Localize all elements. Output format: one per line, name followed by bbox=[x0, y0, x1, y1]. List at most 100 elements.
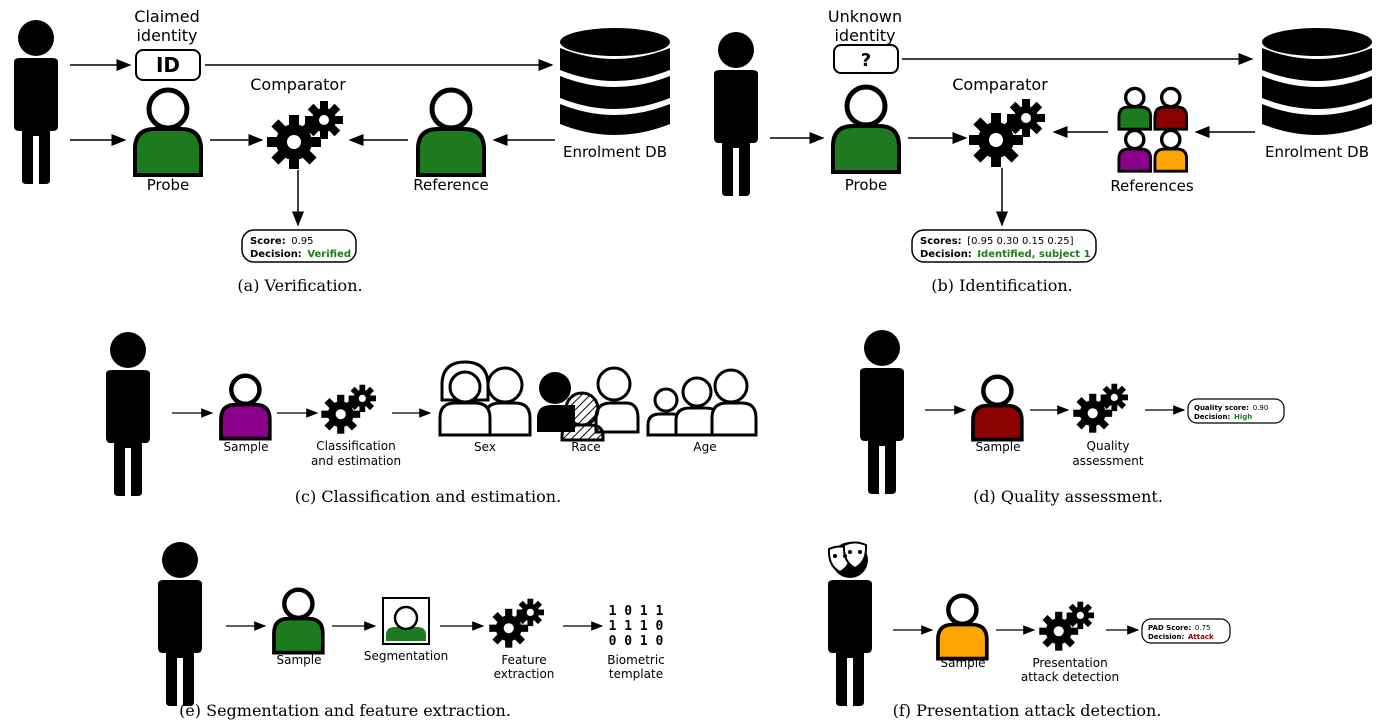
reference-avatar-icon bbox=[416, 90, 486, 177]
probe-avatar-icon bbox=[831, 87, 901, 174]
process-label-1: Feature bbox=[501, 653, 546, 667]
decision-value: Attack bbox=[1188, 633, 1214, 641]
user-avatar-icon bbox=[1117, 86, 1153, 131]
user-avatar-icon bbox=[1117, 128, 1153, 173]
sample-label: Sample bbox=[224, 440, 269, 454]
caption-a: (a) Verification. bbox=[237, 276, 362, 295]
gear-icon bbox=[267, 101, 343, 169]
probe-label: Probe bbox=[147, 176, 190, 194]
process-label-2: extraction bbox=[494, 667, 555, 681]
score-label: Score: bbox=[250, 236, 286, 247]
score-line: PAD Score: 0.75 bbox=[1148, 624, 1211, 632]
process-label-2: attack detection bbox=[1021, 670, 1119, 684]
claimed-identity-label-2: identity bbox=[136, 26, 197, 45]
result-box bbox=[1187, 398, 1285, 424]
id-box bbox=[135, 49, 201, 81]
decision-label: Decision: bbox=[1148, 633, 1184, 641]
sample-label: Sample bbox=[277, 653, 322, 667]
sample-label: Sample bbox=[941, 656, 986, 670]
enrolment-db-label: Enrolment DB bbox=[563, 143, 667, 161]
template-row-1: 1 0 1 1 bbox=[609, 604, 664, 619]
panel-classification: Sample Classification and estimation Sex… bbox=[106, 332, 758, 506]
reference-label: Reference bbox=[413, 176, 489, 194]
decision-label: Decision: bbox=[250, 249, 302, 260]
theater-mask-icon bbox=[827, 541, 868, 574]
gear-icon bbox=[489, 598, 544, 648]
person-silhouette-icon bbox=[158, 542, 202, 706]
panel-quality: Sample Quality assessment Quality score:… bbox=[860, 330, 1285, 506]
score-value: 0.75 bbox=[1195, 624, 1211, 632]
decision-line: Decision: Verified bbox=[250, 249, 351, 260]
score-label: Quality score: bbox=[1194, 404, 1249, 412]
decision-line: Decision: Attack bbox=[1148, 633, 1214, 641]
age-label: Age bbox=[693, 440, 716, 454]
scores-value: [0.95 0.30 0.15 0.25] bbox=[967, 236, 1074, 247]
process-label-1: Quality bbox=[1087, 439, 1130, 453]
unknown-id-box bbox=[833, 44, 899, 74]
panel-pad: Sample Presentation attack detection PAD… bbox=[827, 541, 1231, 720]
sex-icon bbox=[438, 360, 532, 437]
user-avatar-icon bbox=[1153, 128, 1189, 173]
person-silhouette-icon bbox=[106, 332, 150, 496]
caption-c: (c) Classification and estimation. bbox=[295, 487, 561, 506]
template-row-3: 0 0 1 0 bbox=[609, 634, 664, 649]
gear-icon bbox=[1039, 601, 1094, 651]
template-label-1: Biometric bbox=[607, 653, 665, 667]
template-label-2: template bbox=[609, 667, 663, 681]
process-label-1: Presentation bbox=[1032, 656, 1107, 670]
decision-value: Identified, subject 1 bbox=[977, 249, 1090, 260]
template-row-2: 1 1 1 0 bbox=[609, 619, 664, 634]
sample-avatar-icon bbox=[272, 587, 325, 655]
decision-line: Decision: Identified, subject 1 bbox=[920, 249, 1091, 260]
gear-icon bbox=[969, 99, 1045, 167]
sample-avatar-icon bbox=[971, 374, 1024, 442]
score-value: 0.95 bbox=[291, 236, 313, 247]
panel-segmentation: Sample Segmentation Feature extraction 1… bbox=[158, 542, 665, 720]
gear-icon bbox=[321, 384, 376, 434]
segmentation-label: Segmentation bbox=[364, 649, 448, 663]
decision-line: Decision: High bbox=[1194, 413, 1252, 421]
score-line: Score: 0.95 bbox=[250, 236, 313, 247]
result-box bbox=[1141, 618, 1231, 644]
probe-avatar-icon bbox=[133, 90, 203, 177]
process-label-1: Classification bbox=[316, 439, 395, 453]
decision-value: Verified bbox=[307, 249, 351, 260]
database-icon bbox=[1262, 28, 1372, 135]
comparator-label: Comparator bbox=[250, 75, 346, 94]
process-label-2: assessment bbox=[1072, 454, 1143, 468]
caption-e: (e) Segmentation and feature extraction. bbox=[179, 701, 511, 720]
segmentation-icon bbox=[382, 597, 430, 645]
probe-label: Probe bbox=[845, 176, 888, 194]
references-label: References bbox=[1110, 177, 1194, 195]
caption-b: (b) Identification. bbox=[931, 276, 1072, 295]
score-line: Quality score: 0.90 bbox=[1194, 404, 1268, 412]
age-icon bbox=[646, 368, 758, 437]
caption-d: (d) Quality assessment. bbox=[973, 487, 1163, 506]
unknown-identity-label-2: identity bbox=[834, 26, 895, 45]
user-avatar-icon bbox=[1153, 86, 1189, 131]
database-icon bbox=[560, 28, 670, 135]
sex-label: Sex bbox=[474, 440, 496, 454]
panel-identification: Unknown identity ? Probe Comparator bbox=[714, 7, 1372, 295]
scores-line: Scores: [0.95 0.30 0.15 0.25] bbox=[920, 236, 1074, 247]
unknown-identity-label-1: Unknown bbox=[828, 7, 902, 26]
process-label-2: and estimation bbox=[311, 454, 401, 468]
gear-icon bbox=[1073, 383, 1128, 433]
unknown-id-box-label: ? bbox=[861, 50, 871, 71]
person-silhouette-icon bbox=[14, 20, 58, 184]
person-silhouette-icon bbox=[860, 330, 904, 494]
claimed-identity-label-1: Claimed bbox=[134, 7, 199, 26]
comparator-label: Comparator bbox=[952, 75, 1048, 94]
result-box bbox=[911, 229, 1097, 263]
decision-label: Decision: bbox=[920, 249, 972, 260]
person-silhouette-icon bbox=[714, 32, 758, 196]
id-box-label: ID bbox=[156, 53, 180, 77]
references-avatars bbox=[1117, 86, 1189, 173]
race-label: Race bbox=[571, 440, 600, 454]
result-box bbox=[241, 229, 357, 263]
score-value: 0.90 bbox=[1253, 404, 1269, 412]
decision-label: Decision: bbox=[1194, 413, 1230, 421]
sample-avatar-icon bbox=[936, 593, 989, 661]
decision-value: High bbox=[1234, 413, 1252, 421]
